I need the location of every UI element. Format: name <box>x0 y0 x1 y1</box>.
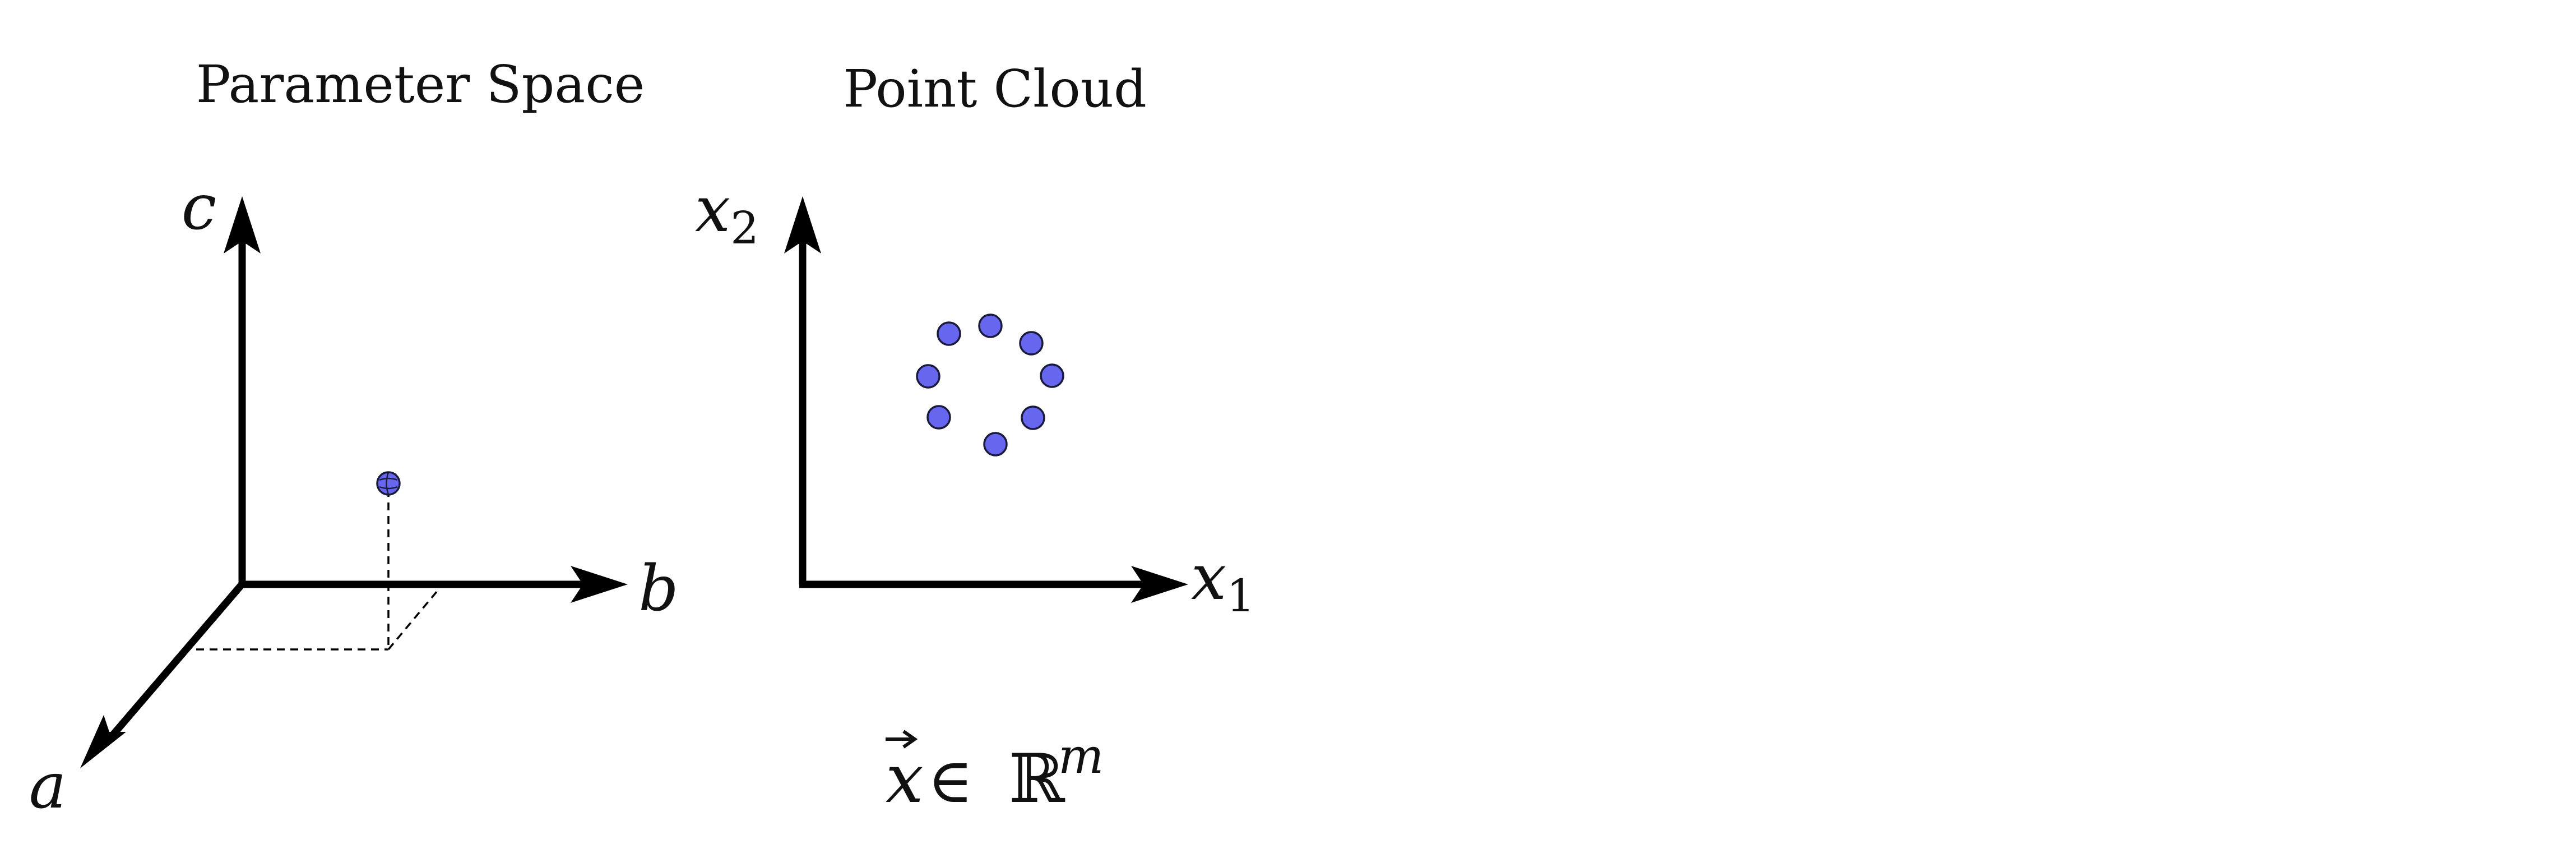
cloud-point <box>983 432 1008 457</box>
point-cloud-points <box>916 313 1064 457</box>
caption-superscript: m <box>1058 728 1104 785</box>
b-axis-arrowhead <box>571 566 628 603</box>
a-axis-label: a <box>29 750 67 823</box>
point-cloud-title: Point Cloud <box>843 59 1147 119</box>
a-axis-arrowhead <box>80 715 126 768</box>
b-axis-label: b <box>638 552 679 625</box>
x2-axis-label: x2 <box>695 173 759 254</box>
caption-vector: x <box>886 740 924 818</box>
cloud-point <box>1040 363 1064 388</box>
cloud-point <box>978 313 1003 338</box>
parameter-space-title: Parameter Space <box>196 54 645 114</box>
x1-axis-label: x1 <box>1191 541 1255 622</box>
b-projection-line <box>387 583 444 651</box>
a-axis <box>109 579 247 739</box>
x1-axis-arrowhead <box>1131 566 1188 603</box>
cloud-point <box>926 405 951 430</box>
point-cloud-caption: x ∈ ℝ m <box>886 728 1104 818</box>
vector-arrow-icon <box>886 730 918 749</box>
cloud-point <box>916 364 940 389</box>
point-cloud-panel: Point Cloud x2 x1 x ∈ ℝ m <box>695 59 1255 818</box>
caption-real-set: ℝ <box>1009 740 1065 818</box>
c-axis-label: c <box>182 171 217 244</box>
parameter-space-panel: Parameter Space c b a <box>29 54 679 823</box>
cloud-point <box>937 321 961 346</box>
cloud-point <box>1021 405 1045 430</box>
parameter-point <box>376 471 401 496</box>
caption-element-of: ∈ <box>928 745 973 817</box>
c-axis-arrowhead <box>224 196 261 253</box>
x2-axis-arrowhead <box>784 196 821 253</box>
cloud-point <box>1019 331 1044 356</box>
